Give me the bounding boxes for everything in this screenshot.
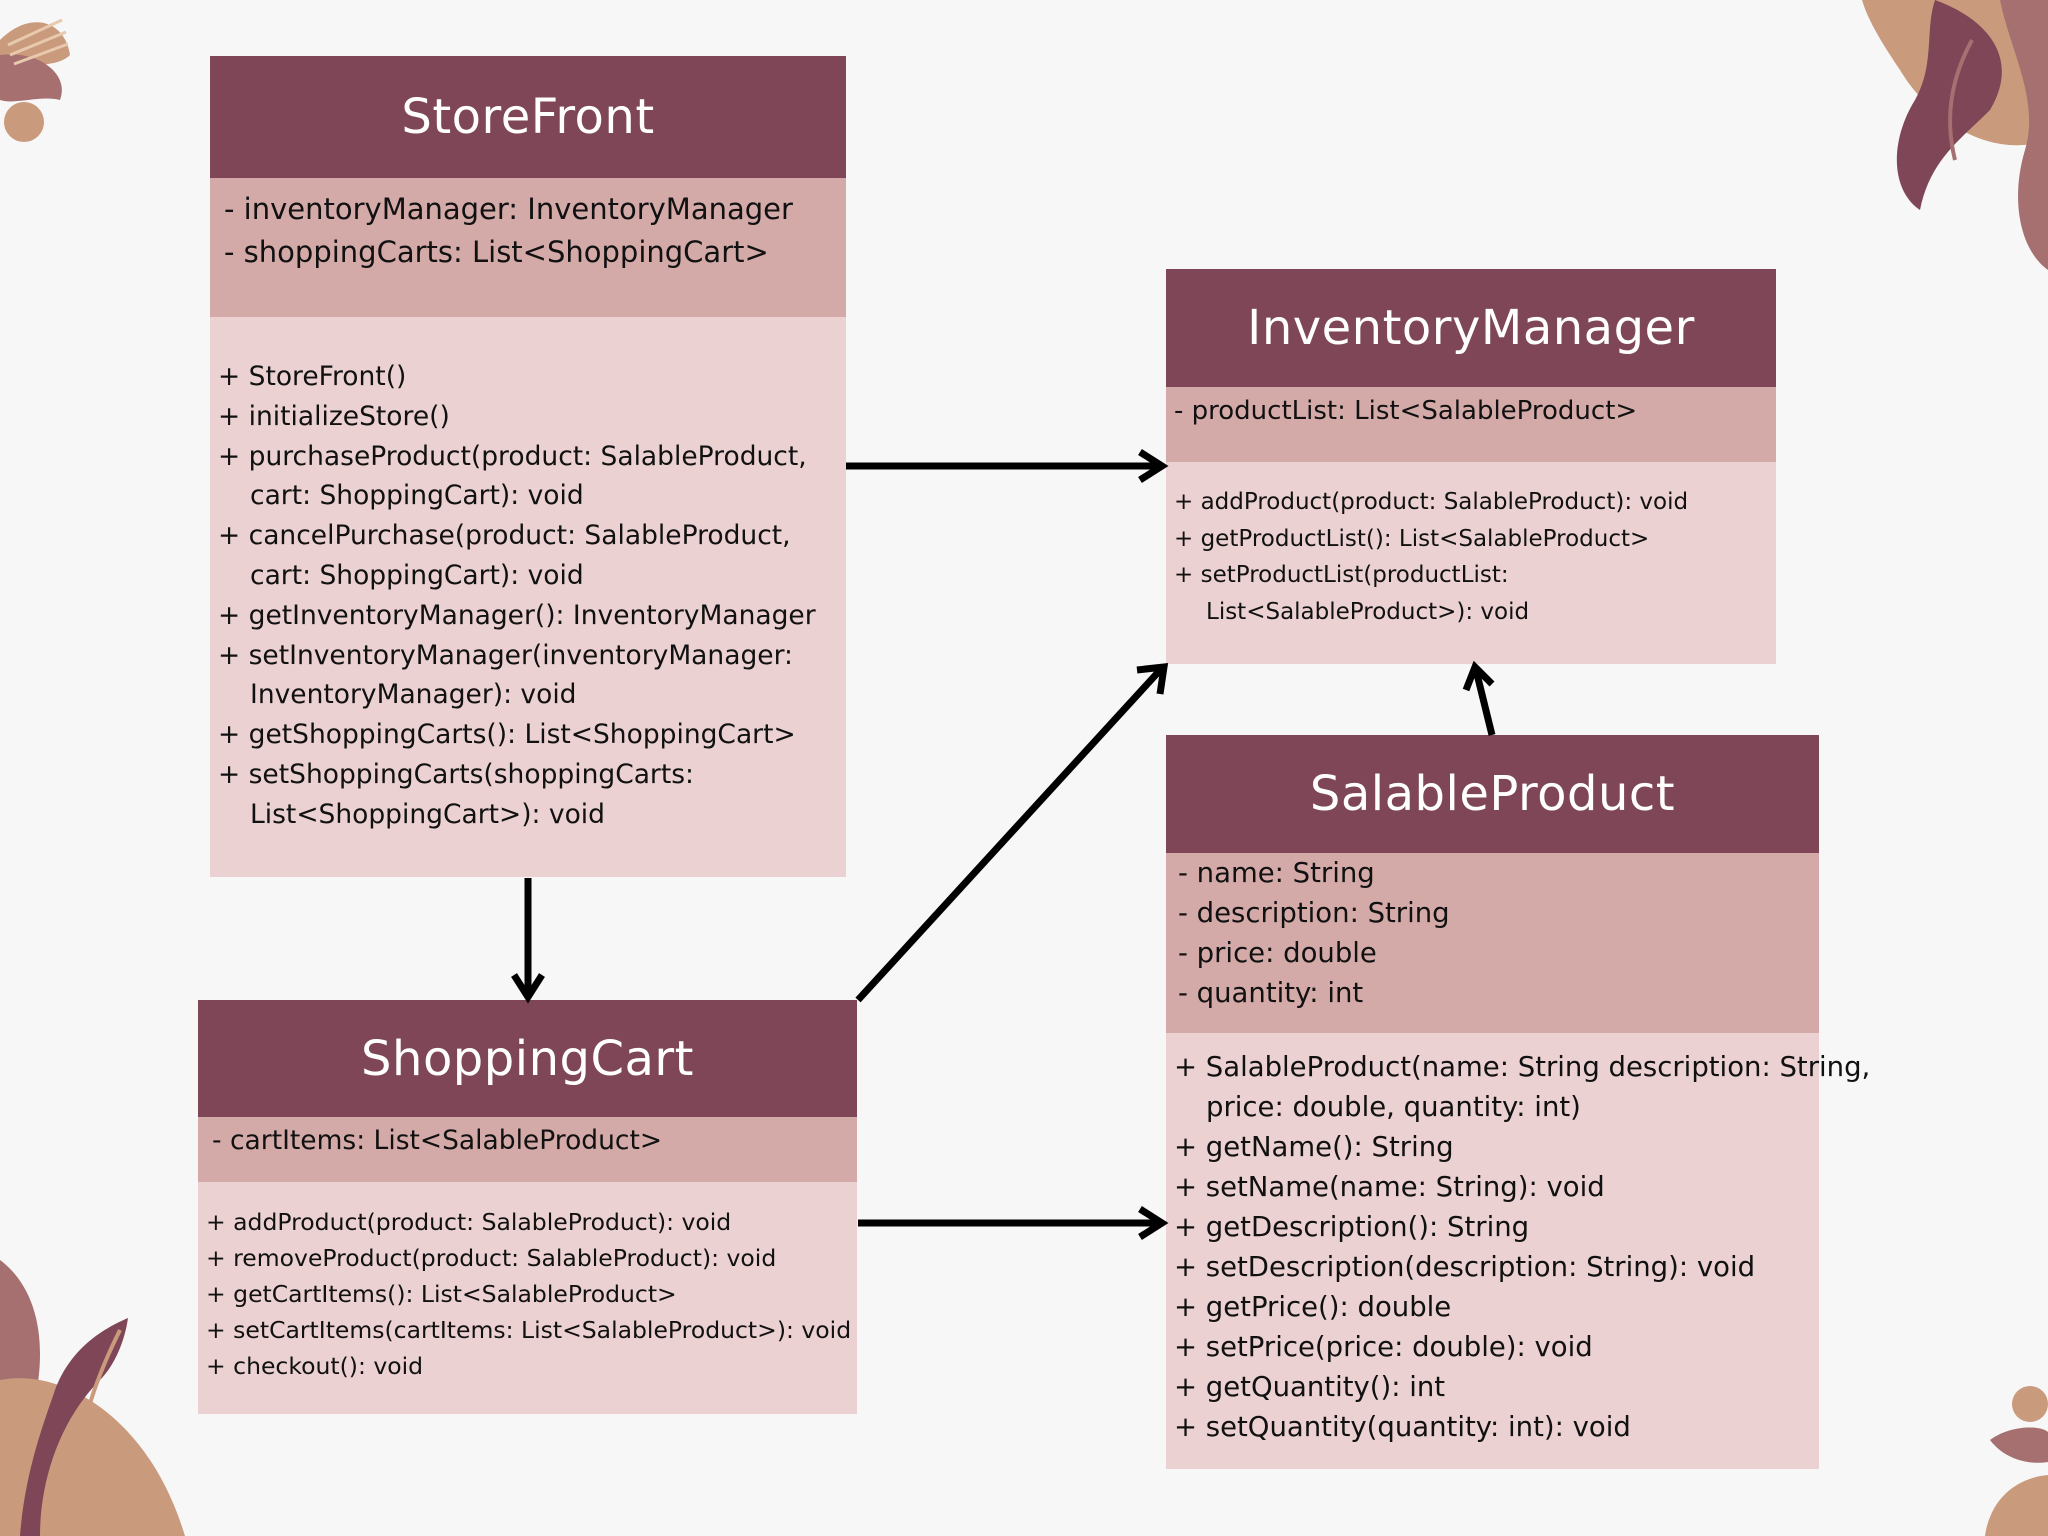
method: + getPrice(): double <box>1174 1291 1452 1323</box>
attribute: - inventoryManager: InventoryManager <box>224 192 793 226</box>
method: + getCartItems(): List<SalableProduct> <box>206 1280 677 1308</box>
method: + setName(name: String): void <box>1174 1171 1605 1203</box>
method: + setPrice(price: double): void <box>1174 1331 1593 1363</box>
arrow-storefront-to-shoppingcart <box>511 878 545 1004</box>
method: + initializeStore() <box>218 400 450 432</box>
class-name: ShoppingCart <box>361 1030 694 1087</box>
class-header: SalableProduct <box>1166 735 1819 853</box>
method: + setShoppingCarts(shoppingCarts: <box>218 758 694 790</box>
class-storefront: StoreFront - inventoryManager: Inventory… <box>210 56 846 877</box>
class-name: StoreFront <box>401 89 655 145</box>
attribute: - price: double <box>1178 937 1377 969</box>
class-header: InventoryManager <box>1166 269 1776 387</box>
method: + getQuantity(): int <box>1174 1371 1446 1403</box>
class-header: ShoppingCart <box>198 1000 857 1117</box>
class-name: SalableProduct <box>1309 766 1676 822</box>
arrow-shoppingcart-to-salableproduct <box>858 1206 1169 1240</box>
class-salable-product: SalableProduct - name: String - descript… <box>1166 735 1871 1469</box>
class-header: StoreFront <box>210 56 846 178</box>
method: + setCartItems(cartItems: List<SalablePr… <box>206 1316 852 1344</box>
method-continuation: cart: ShoppingCart): void <box>250 559 584 591</box>
methods-section: + addProduct(product: SalableProduct): v… <box>198 1182 857 1414</box>
attributes-section: - productList: List<SalableProduct> <box>1166 387 1776 462</box>
method: + getDescription(): String <box>1174 1211 1530 1243</box>
method: + StoreFront() <box>218 361 407 392</box>
method: + getShoppingCarts(): List<ShoppingCart> <box>218 719 796 751</box>
method: + setProductList(productList: <box>1174 562 1509 588</box>
method: + addProduct(product: SalableProduct): v… <box>206 1208 732 1236</box>
class-name: InventoryManager <box>1247 300 1695 356</box>
method: + getProductList(): List<SalableProduct> <box>1174 525 1650 552</box>
method: + getInventoryManager(): InventoryManage… <box>218 599 816 631</box>
top-left-leaves-decoration <box>0 18 70 142</box>
arrow-shoppingcart-to-inventorymanager <box>855 663 1169 1003</box>
attributes-section: - cartItems: List<SalableProduct> <box>198 1117 857 1182</box>
top-right-leaves-decoration <box>1862 0 2048 270</box>
attributes-section: - inventoryManager: InventoryManager - s… <box>210 178 846 317</box>
attribute: - shoppingCarts: List<ShoppingCart> <box>224 235 769 269</box>
class-inventory-manager: InventoryManager - productList: List<Sal… <box>1166 269 1776 664</box>
method-continuation: cart: ShoppingCart): void <box>250 480 584 512</box>
method: + SalableProduct(name: String descriptio… <box>1174 1051 1871 1083</box>
attributes-section: - name: String - description: String - p… <box>1166 853 1819 1033</box>
method: + removeProduct(product: SalableProduct)… <box>206 1244 777 1272</box>
methods-section: + SalableProduct(name: String descriptio… <box>1166 1033 1871 1469</box>
methods-section: + addProduct(product: SalableProduct): v… <box>1166 462 1776 664</box>
method-continuation: List<SalableProduct>): void <box>1206 598 1530 625</box>
method: + purchaseProduct(product: SalableProduc… <box>218 440 807 472</box>
method-continuation: price: double, quantity: int) <box>1206 1091 1581 1123</box>
bottom-right-leaves-decoration <box>1985 1386 2048 1536</box>
method: + setDescription(description: String): v… <box>1174 1251 1756 1283</box>
bottom-left-leaves-decoration <box>0 1260 185 1536</box>
method: + addProduct(product: SalableProduct): v… <box>1174 489 1689 515</box>
attribute: - quantity: int <box>1178 977 1364 1009</box>
arrow-storefront-to-inventorymanager <box>846 449 1169 483</box>
attribute: - description: String <box>1178 897 1450 929</box>
attribute: - name: String <box>1178 857 1375 889</box>
arrow-salableproduct-to-inventorymanager <box>1462 660 1496 736</box>
attribute: - productList: List<SalableProduct> <box>1174 396 1638 426</box>
class-shopping-cart: ShoppingCart - cartItems: List<SalablePr… <box>198 1000 857 1414</box>
methods-section: + StoreFront() + initializeStore() + pur… <box>210 317 846 877</box>
method: + getName(): String <box>1174 1131 1454 1163</box>
method-continuation: InventoryManager): void <box>250 679 577 711</box>
method: + cancelPurchase(product: SalableProduct… <box>218 520 791 552</box>
method: + setInventoryManager(inventoryManager: <box>218 639 793 671</box>
method-continuation: List<ShoppingCart>): void <box>250 798 605 830</box>
attribute: - cartItems: List<SalableProduct> <box>212 1125 663 1156</box>
method: + checkout(): void <box>206 1352 424 1380</box>
method: + setQuantity(quantity: int): void <box>1174 1411 1631 1443</box>
